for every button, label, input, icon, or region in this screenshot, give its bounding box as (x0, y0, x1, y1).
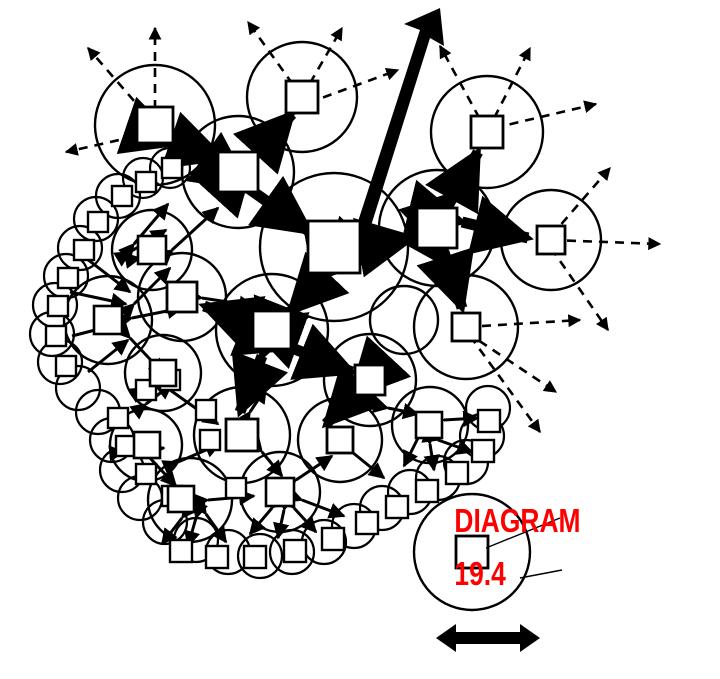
node-sq-far-right (535, 224, 567, 256)
cluster-node-f (264, 476, 296, 508)
node-sq-lower-left (224, 417, 260, 453)
bold-link-rightmid-rightlower (398, 190, 475, 314)
node-sq-lower-mid (325, 425, 355, 455)
node-sq-left-mid (165, 280, 199, 314)
cluster-nodes (92, 234, 444, 514)
bold-link-lowercenter-lowermid (321, 335, 412, 429)
major-nodes (135, 79, 567, 455)
leaf-nodes (44, 156, 502, 570)
legend-node-circle (412, 492, 532, 612)
legend-relation-symbol (436, 624, 540, 652)
cluster-node-e (166, 484, 196, 514)
legend-number: 19.4 (454, 556, 506, 592)
node-sq-lower-center (353, 363, 387, 397)
node-sq-right-mid (415, 206, 459, 250)
cluster-node-b (92, 304, 124, 336)
legend-node-square (454, 534, 490, 570)
node-sq-hub (306, 219, 362, 275)
node-sq-upper-left (135, 105, 175, 145)
cluster-node-c (148, 358, 178, 388)
cluster-node-d (132, 430, 162, 460)
legend: DIAGRAM 19.4 (412, 492, 580, 652)
legend-leader-square (485, 517, 561, 549)
bold-arrow-shaft-upper (352, 8, 444, 248)
cluster-node-g (414, 410, 444, 440)
cluster-node-a (136, 234, 168, 266)
node-sq-right-lower (450, 311, 482, 343)
legend-bold-double-arrow (436, 624, 540, 652)
legend-leader-circle (519, 569, 563, 579)
node-sq-upper-mid-left (216, 150, 260, 194)
node-sq-center-lower (251, 309, 293, 351)
node-sq-upper-right (469, 114, 505, 150)
legend-title: DIAGRAM (454, 503, 580, 539)
node-sq-upper-mid (284, 79, 320, 115)
